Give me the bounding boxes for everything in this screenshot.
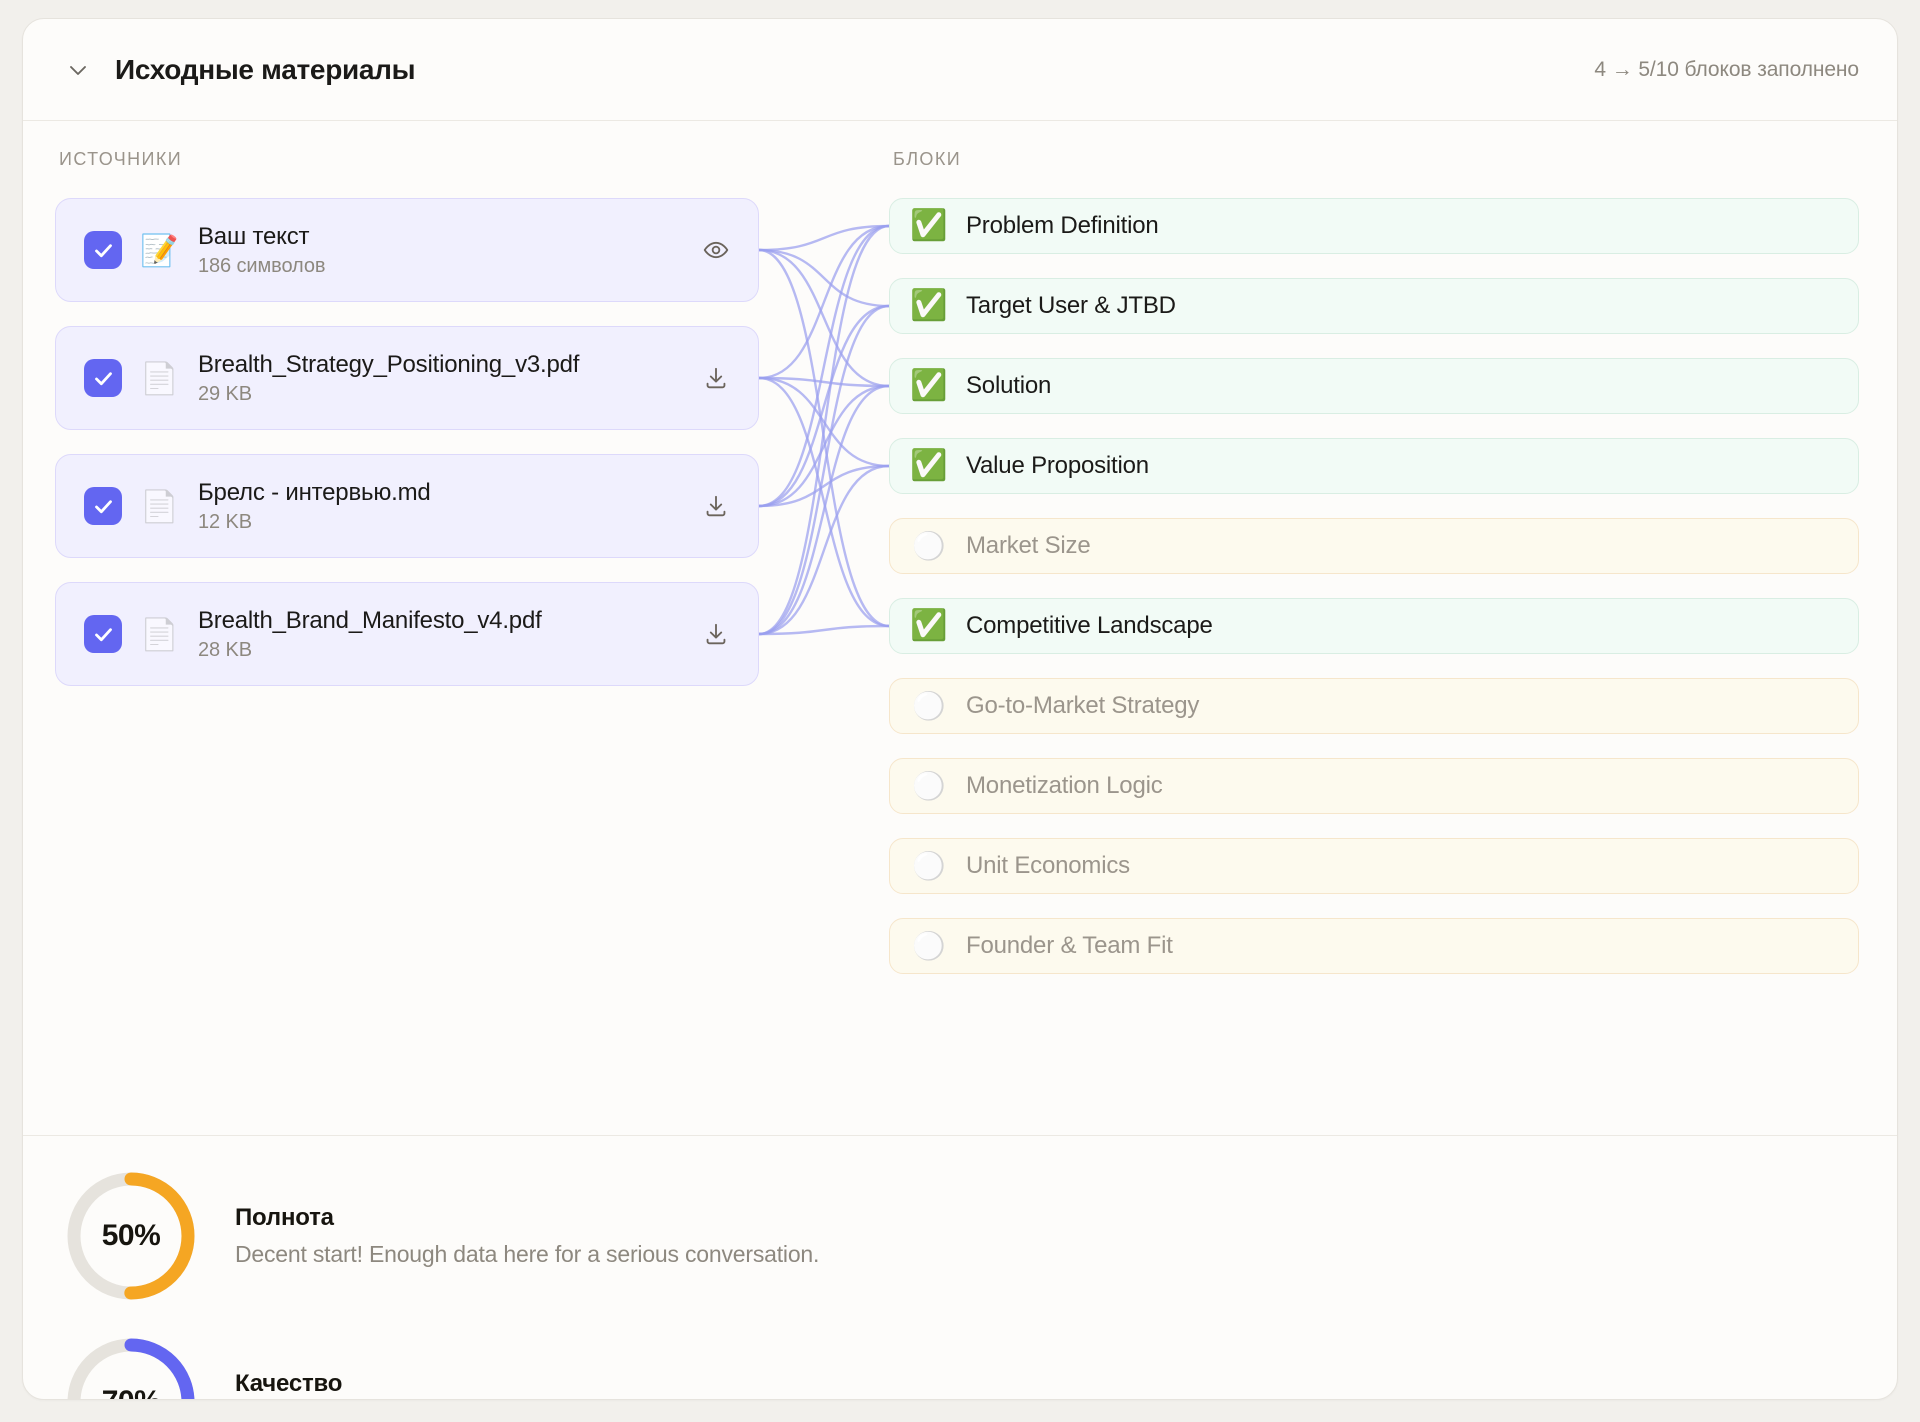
block-item[interactable]: ⚪ Unit Economics	[889, 838, 1859, 894]
progress-ring: 50%	[65, 1170, 197, 1302]
metric-title: Качество	[235, 1370, 343, 1397]
block-filled-check-icon: ✅	[910, 369, 948, 402]
block-empty-circle-icon: ⚪	[912, 850, 946, 881]
block-empty-circle-icon: ⚪	[912, 770, 946, 801]
blocks-list: ✅ Problem Definition ✅ Target User & JTBD ✅ S…	[889, 198, 1859, 974]
source-text: Ваш текст 186 символов	[198, 223, 680, 278]
source-meta: 29 KB	[198, 382, 252, 405]
source-name: Brealth_Brand_Manifesto_v4.pdf	[198, 606, 542, 634]
source-text: Брелс - интервью.md 12 KB	[198, 479, 680, 534]
block-item[interactable]: ⚪ Founder & Team Fit	[889, 918, 1859, 974]
file-type-icon: 📝	[140, 232, 179, 268]
source-text: Brealth_Brand_Manifesto_v4.pdf 28 KB	[198, 607, 680, 662]
metric-title: Полнота	[235, 1204, 334, 1231]
block-empty-circle-icon: ⚪	[912, 930, 946, 961]
block-item[interactable]: ✅ Value Proposition	[889, 438, 1859, 494]
block-label: Competitive Landscape	[966, 612, 1213, 639]
download-icon[interactable]	[698, 616, 734, 652]
source-card[interactable]: 📄 Brealth_Strategy_Positioning_v3.pdf 29 K…	[55, 326, 759, 430]
block-item[interactable]: ✅ Competitive Landscape	[889, 598, 1859, 654]
source-checkbox[interactable]	[84, 359, 122, 397]
block-label: Monetization Logic	[966, 772, 1163, 799]
progress-percent: 70%	[65, 1336, 197, 1399]
block-item[interactable]: ⚪ Monetization Logic	[889, 758, 1859, 814]
block-label: Solution	[966, 372, 1052, 399]
block-label: Value Proposition	[966, 452, 1149, 479]
connector-gap	[759, 149, 889, 1135]
block-filled-check-icon: ✅	[910, 449, 948, 482]
blocks-column-label: БЛОКИ	[893, 149, 962, 169]
source-checkbox[interactable]	[84, 615, 122, 653]
source-name: Ваш текст	[198, 222, 310, 250]
block-label: Target User & JTBD	[966, 292, 1176, 319]
block-filled-check-icon: ✅	[910, 609, 948, 642]
blocks-column: БЛОКИ ✅ Problem Definition ✅ Target User & …	[889, 149, 1859, 1135]
source-card[interactable]: 📄 Брелс - интервью.md 12 KB	[55, 454, 759, 558]
sources-column-label: ИСТОЧНИКИ	[59, 149, 183, 169]
block-item[interactable]: ✅ Problem Definition	[889, 198, 1859, 254]
download-icon[interactable]	[698, 488, 734, 524]
source-card[interactable]: 📄 Brealth_Brand_Manifesto_v4.pdf 28 KB	[55, 582, 759, 686]
block-empty-circle-icon: ⚪	[912, 690, 946, 721]
download-icon[interactable]	[698, 360, 734, 396]
source-meta: 186 символов	[198, 254, 326, 277]
metric-description: Decent start! Enough data here for a ser…	[235, 1241, 820, 1267]
source-text: Brealth_Strategy_Positioning_v3.pdf 29 KB	[198, 351, 680, 406]
block-label: Founder & Team Fit	[966, 932, 1173, 959]
blocks-progress-status: 4 → 5/10 блоков заполнено	[1594, 57, 1859, 81]
chevron-down-icon[interactable]	[65, 57, 91, 83]
block-item[interactable]: ⚪ Market Size	[889, 518, 1859, 574]
sources-list: 📝 Ваш текст 186 символов 📄 Brealth_Strategy_…	[55, 198, 759, 686]
source-meta: 28 KB	[198, 638, 252, 661]
file-type-icon: 📄	[140, 360, 179, 396]
metric-text: КачествоGood quality overall. Some areas…	[235, 1370, 828, 1399]
page-title: Исходные материалы	[115, 53, 416, 85]
block-label: Unit Economics	[966, 852, 1130, 879]
sources-column: ИСТОЧНИКИ 📝 Ваш текст 186 символов 📄 Brealth…	[55, 149, 759, 1135]
source-card[interactable]: 📝 Ваш текст 186 символов	[55, 198, 759, 302]
panel-header-left: Исходные материалы	[65, 53, 416, 86]
source-checkbox[interactable]	[84, 487, 122, 525]
eye-icon[interactable]	[698, 232, 734, 268]
block-item[interactable]: ✅ Solution	[889, 358, 1859, 414]
block-label: Go-to-Market Strategy	[966, 692, 1200, 719]
block-label: Market Size	[966, 532, 1091, 559]
source-materials-panel: Исходные материалы 4 → 5/10 блоков запол…	[22, 18, 1898, 1400]
source-name: Брелс - интервью.md	[198, 478, 431, 506]
progress-ring: 70%	[65, 1336, 197, 1399]
block-item[interactable]: ⚪ Go-to-Market Strategy	[889, 678, 1859, 734]
panel-header: Исходные материалы 4 → 5/10 блоков запол…	[23, 19, 1897, 121]
source-name: Brealth_Strategy_Positioning_v3.pdf	[198, 350, 580, 378]
panel-body: ИСТОЧНИКИ 📝 Ваш текст 186 символов 📄 Brealth…	[23, 121, 1897, 1135]
file-type-icon: 📄	[140, 616, 179, 652]
progress-percent: 50%	[101, 1219, 161, 1252]
block-item[interactable]: ✅ Target User & JTBD	[889, 278, 1859, 334]
source-checkbox[interactable]	[84, 231, 122, 269]
block-filled-check-icon: ✅	[910, 289, 948, 322]
block-label: Problem Definition	[966, 212, 1159, 239]
metric-row: 70% КачествоGood quality overall. Some ar…	[65, 1336, 1855, 1399]
source-meta: 12 KB	[198, 510, 252, 533]
block-empty-circle-icon: ⚪	[912, 530, 946, 561]
file-type-icon: 📄	[140, 488, 179, 524]
block-filled-check-icon: ✅	[910, 209, 948, 242]
